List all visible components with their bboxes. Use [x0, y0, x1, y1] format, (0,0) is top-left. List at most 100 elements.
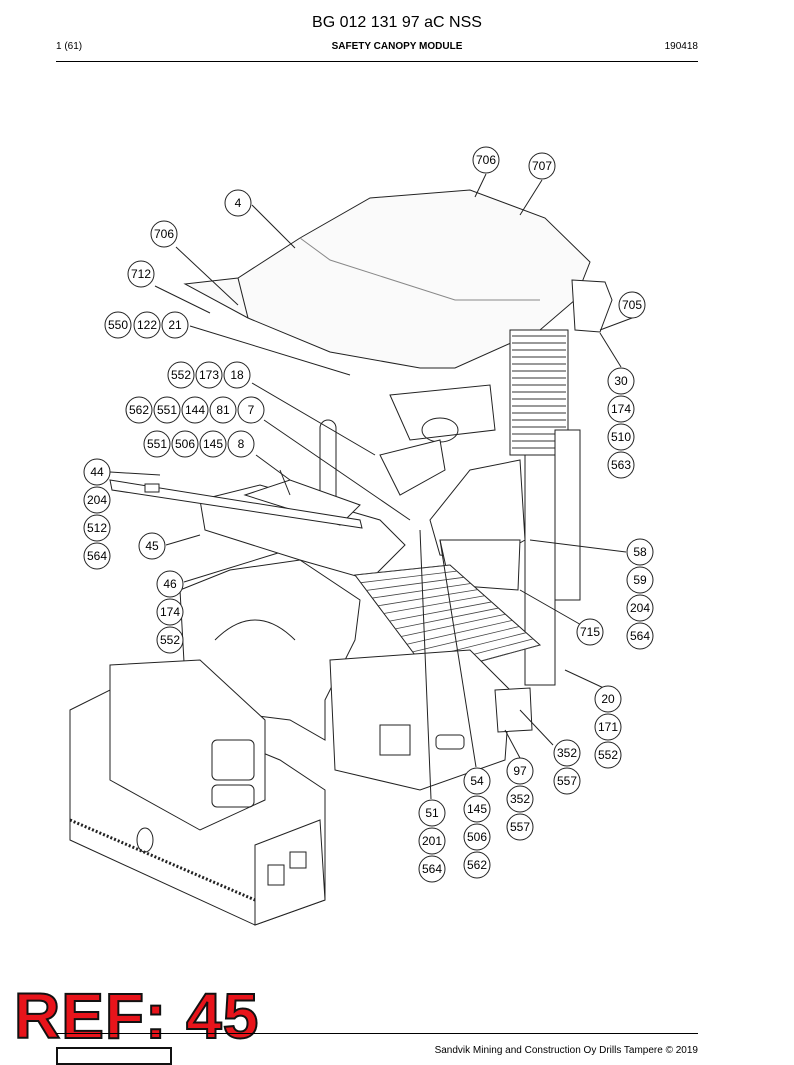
callout-label: 552	[171, 368, 191, 382]
callout-label: 557	[557, 774, 577, 788]
callout-label: 705	[622, 298, 642, 312]
callout-circle	[181, 396, 209, 424]
callout-174: 174	[156, 598, 184, 626]
callout-204: 204	[83, 486, 111, 514]
callout-label: 712	[131, 267, 151, 281]
callout-46: 46	[156, 570, 184, 598]
callout-circle	[528, 152, 556, 180]
callout-circle	[223, 361, 251, 389]
callout-label: 562	[129, 403, 149, 417]
callout-label: 173	[199, 368, 219, 382]
callout-label: 552	[160, 633, 180, 647]
callout-label: 510	[611, 430, 631, 444]
callout-564: 564	[418, 855, 446, 883]
callout-circle	[626, 538, 654, 566]
callout-label: 145	[467, 802, 487, 816]
callout-label: 54	[470, 774, 484, 788]
callout-circle	[138, 532, 166, 560]
callout-label: 45	[145, 539, 159, 553]
callout-707: 707	[528, 152, 556, 180]
callout-58: 58	[626, 538, 654, 566]
document-date: 190418	[664, 41, 698, 52]
callout-563: 563	[607, 451, 635, 479]
callout-label: 59	[633, 573, 647, 587]
callout-20: 20	[594, 685, 622, 713]
callout-label: 51	[425, 806, 439, 820]
callout-circle	[156, 570, 184, 598]
callout-352: 352	[506, 785, 534, 813]
machine-drawing	[69, 189, 613, 926]
callout-44: 44	[83, 458, 111, 486]
callout-562: 562	[463, 851, 491, 879]
callout-705: 705	[618, 291, 646, 319]
callout-label: 145	[203, 437, 223, 451]
callout-label: 706	[476, 153, 496, 167]
callout-circle	[607, 451, 635, 479]
callout-97: 97	[506, 757, 534, 785]
callout-label: 7	[248, 403, 255, 417]
callout-label: 4	[235, 196, 242, 210]
callout-circle	[553, 767, 581, 795]
callout-173: 173	[195, 361, 223, 389]
callout-circle	[171, 430, 199, 458]
callout-circle	[156, 598, 184, 626]
callout-label: 46	[163, 577, 177, 591]
callout-label: 550	[108, 318, 128, 332]
callout-label: 21	[168, 318, 182, 332]
callout-564: 564	[83, 542, 111, 570]
callout-circle	[227, 430, 255, 458]
callout-label: 563	[611, 458, 631, 472]
callout-circle	[463, 767, 491, 795]
callout-label: 715	[580, 625, 600, 639]
callout-712: 712	[127, 260, 155, 288]
callout-circle	[133, 311, 161, 339]
callout-label: 44	[90, 465, 104, 479]
callout-label: 171	[598, 720, 618, 734]
callout-label: 81	[216, 403, 230, 417]
callout-circle	[463, 795, 491, 823]
callout-label: 707	[532, 159, 552, 173]
callout-4: 4	[224, 189, 252, 217]
callout-circle	[150, 220, 178, 248]
callout-circle	[506, 757, 534, 785]
callout-circle	[224, 189, 252, 217]
callout-circle	[104, 311, 132, 339]
callout-circle	[626, 566, 654, 594]
callout-label: 564	[422, 862, 442, 876]
callout-label: 706	[154, 227, 174, 241]
copyright-footer: Sandvik Mining and Construction Oy Drill…	[434, 1045, 698, 1056]
callout-circle	[83, 458, 111, 486]
callout-circle	[418, 799, 446, 827]
module-name: SAFETY CANOPY MODULE	[331, 41, 463, 52]
callout-circle	[463, 823, 491, 851]
callout-59: 59	[626, 566, 654, 594]
footer-rule	[56, 1033, 698, 1034]
callout-551: 551	[153, 396, 181, 424]
callout-label: 8	[238, 437, 245, 451]
callout-circle	[127, 260, 155, 288]
callout-715: 715	[576, 618, 604, 646]
callout-51: 51	[418, 799, 446, 827]
callout-label: 122	[137, 318, 157, 332]
callout-circle	[199, 430, 227, 458]
callout-171: 171	[594, 713, 622, 741]
callout-circle	[607, 395, 635, 423]
callout-557: 557	[506, 813, 534, 841]
callout-circle	[167, 361, 195, 389]
callout-label: 20	[601, 692, 615, 706]
callout-circle	[153, 396, 181, 424]
callout-204: 204	[626, 594, 654, 622]
callout-201: 201	[418, 827, 446, 855]
callout-label: 174	[160, 605, 180, 619]
callout-circle	[626, 594, 654, 622]
callout-352: 352	[553, 739, 581, 767]
callout-label: 144	[185, 403, 205, 417]
callout-label: 97	[513, 764, 527, 778]
callout-145: 145	[463, 795, 491, 823]
callout-circle	[594, 685, 622, 713]
callout-circle	[83, 542, 111, 570]
callout-552: 552	[156, 626, 184, 654]
callout-circle	[83, 514, 111, 542]
callout-circle	[553, 739, 581, 767]
callout-506: 506	[463, 823, 491, 851]
